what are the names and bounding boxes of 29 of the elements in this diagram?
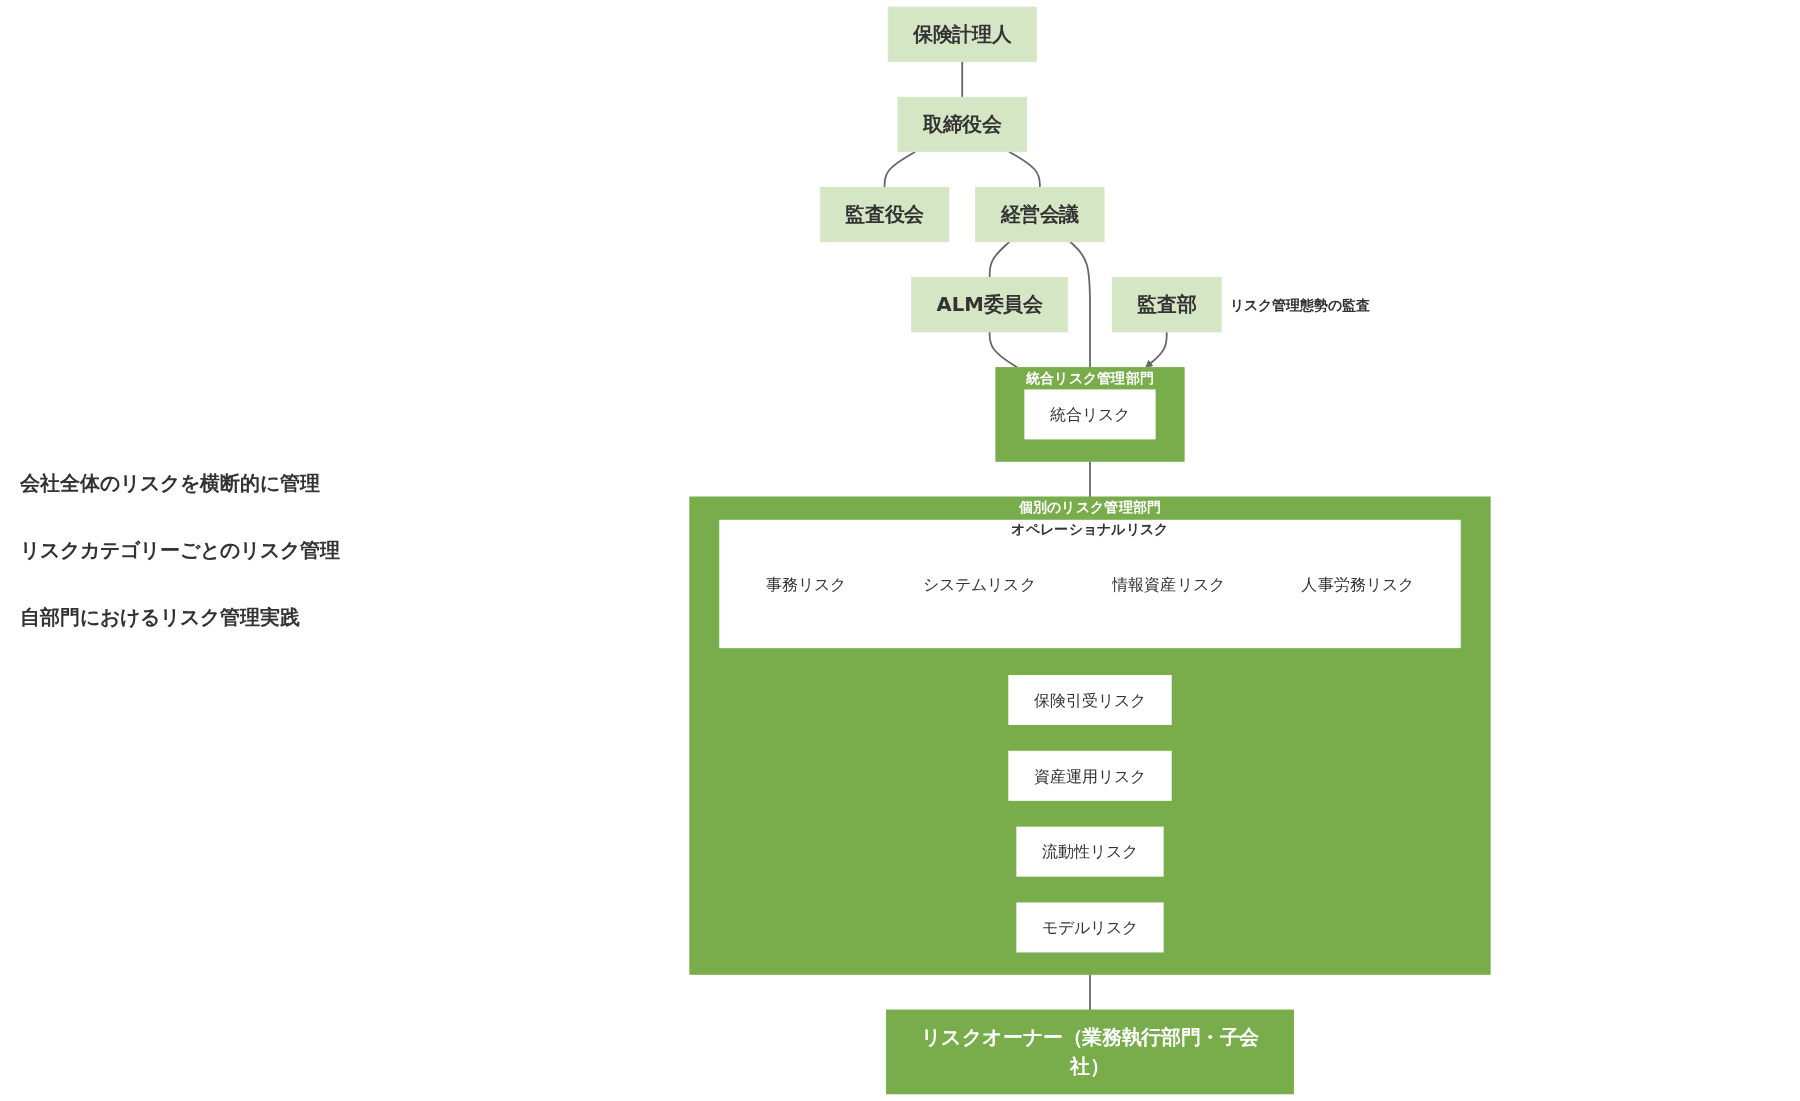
node-box: 監査部	[1111, 277, 1222, 333]
node-box: 保険引受リスク	[1008, 674, 1172, 725]
node-box: モデルリスク	[1016, 902, 1164, 953]
connector	[988, 240, 1011, 279]
node-text: 人事労務リスク	[1301, 574, 1414, 594]
connector	[1008, 150, 1041, 189]
connector	[1069, 240, 1091, 369]
connector	[1089, 973, 1091, 1011]
connector	[988, 331, 1019, 369]
node-box: ALM委員会	[911, 277, 1069, 333]
side-note: 会社全体のリスクを横断的に管理	[20, 470, 321, 497]
connector	[961, 60, 964, 99]
node-text: システムリスク	[923, 574, 1036, 594]
node-text: 情報資産リスク	[1112, 574, 1225, 594]
node-box: 監査役会	[819, 186, 950, 243]
node-box: リスクオーナー（業務執行部門・子会社）	[886, 1009, 1294, 1095]
node-box: 流動性リスク	[1016, 826, 1164, 877]
arrow	[1145, 331, 1168, 368]
node-box: 統合リスク	[1024, 389, 1156, 440]
side-note: リスクカテゴリーごとのリスク管理	[20, 537, 341, 564]
connector	[883, 150, 917, 189]
side-note: 自部門におけるリスク管理実践	[20, 604, 301, 631]
audit-caption: リスク管理態勢の監査	[1230, 297, 1371, 314]
node-box: 保険計理人	[887, 6, 1037, 62]
node-box: 資産運用リスク	[1008, 750, 1172, 801]
node-box: 取締役会	[897, 96, 1027, 153]
connector	[1089, 460, 1091, 498]
node-text: 事務リスク	[766, 574, 847, 594]
node-box: 経営会議	[975, 186, 1105, 243]
